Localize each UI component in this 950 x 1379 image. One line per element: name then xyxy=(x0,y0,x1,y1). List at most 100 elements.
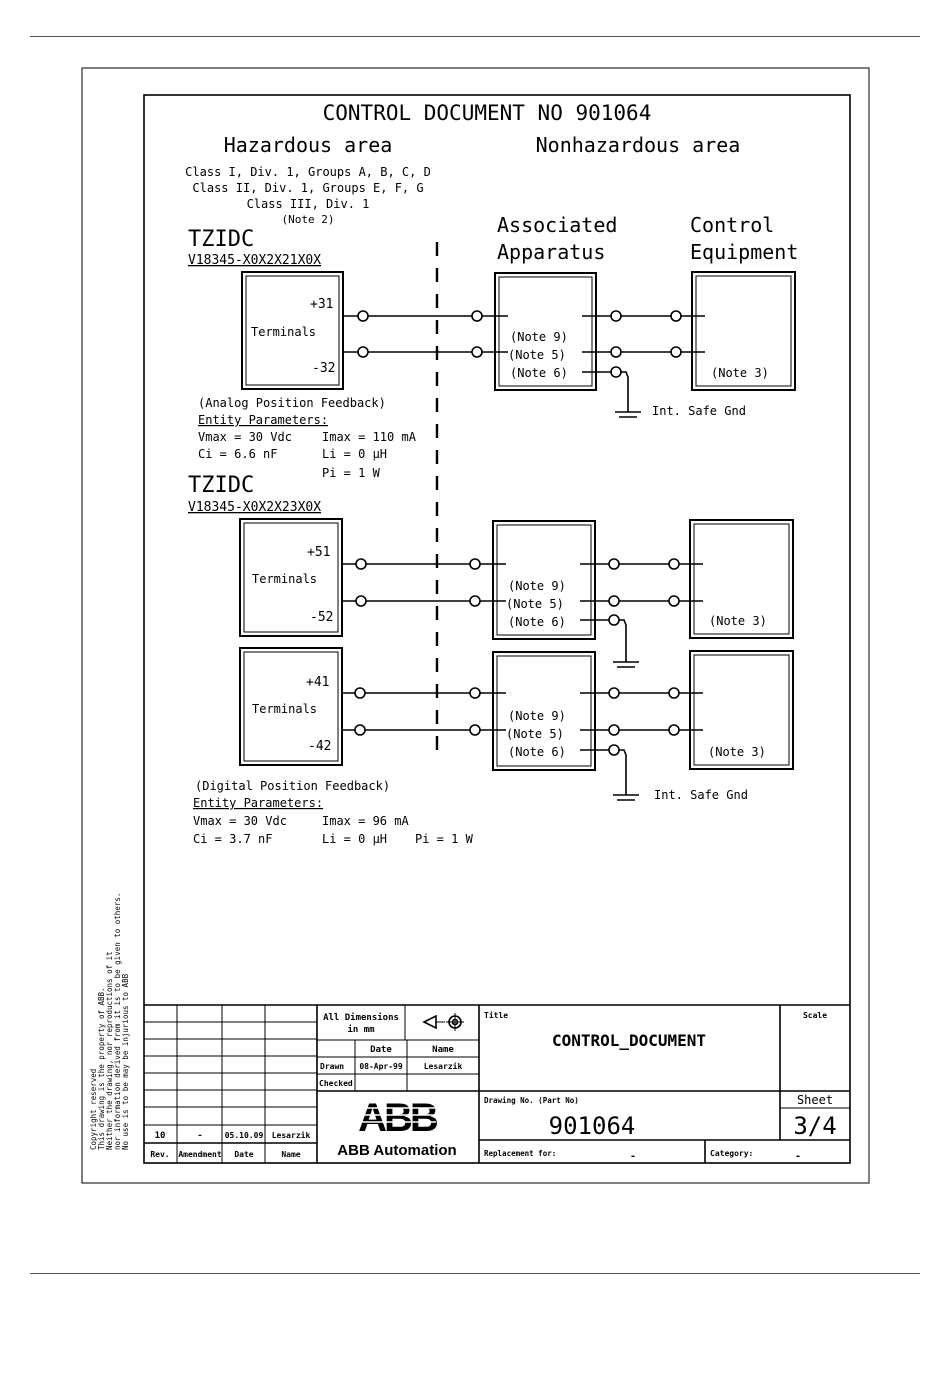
title-block: 10 - 05.10.09 Lesarzik Rev. Amendment Da… xyxy=(144,1004,850,1163)
category-label: Category: xyxy=(710,1149,753,1158)
drawing-no-value: 901064 xyxy=(549,1112,636,1140)
date-header: Date xyxy=(234,1150,253,1159)
device2-imax: Imax = 96 mA xyxy=(322,814,409,828)
hazardous-area-label: Hazardous area xyxy=(224,133,393,157)
associated-apparatus-box-1 xyxy=(494,272,597,391)
device2-pi: Pi = 1 W xyxy=(415,832,474,846)
associated-apparatus-box-1-inner xyxy=(498,276,593,387)
title-label: Title xyxy=(484,1010,508,1020)
node-1a xyxy=(357,310,369,322)
copyright-line-2: This drawing is the property of ABB. xyxy=(97,987,106,1150)
replacement-value: - xyxy=(630,1151,636,1162)
sheet-value: 3/4 xyxy=(793,1112,836,1140)
node-1h xyxy=(670,310,682,322)
note-2-label: (Note 2) xyxy=(282,213,335,226)
node-2a xyxy=(355,558,367,570)
rev-value: 10 xyxy=(155,1131,166,1141)
drawing-no-label: Drawing No. (Part No) xyxy=(484,1096,579,1105)
device1-name: TZIDC xyxy=(188,227,254,252)
checked-label: Checked xyxy=(319,1079,353,1088)
note-9-label-2: (Note 9) xyxy=(508,579,566,593)
device2-terminal-box-1-inner xyxy=(243,522,339,633)
control-equipment-box-3 xyxy=(689,650,794,770)
device1-vmax: Vmax = 30 Vdc xyxy=(198,430,292,444)
title-value: CONTROL_DOCUMENT xyxy=(552,1031,706,1050)
sheet-frame xyxy=(81,67,870,1184)
note-3-label-3: (Note 3) xyxy=(708,745,766,759)
node-1g xyxy=(610,366,622,378)
amendment-header: Amendment xyxy=(178,1150,222,1159)
abb-automation-label: ABB Automation xyxy=(337,1142,456,1159)
device2-terminal-41: +41 xyxy=(306,675,329,690)
replacement-label: Replacement for: xyxy=(484,1149,556,1158)
device2-terminal-52: -52 xyxy=(310,610,333,625)
control-equipment-box-3-inner xyxy=(693,654,790,766)
gnd-lead-1 xyxy=(616,371,629,412)
device1-imax: Imax = 110 mA xyxy=(322,430,417,444)
drawing-frame xyxy=(143,94,851,1164)
tb-name-header: Name xyxy=(432,1045,454,1055)
associated-apparatus-box-3-inner xyxy=(496,655,592,767)
bottom-rule xyxy=(30,1273,920,1274)
device2-terminal-box-2 xyxy=(239,647,343,766)
node-2f xyxy=(608,595,620,607)
device2-terminal-42: -42 xyxy=(308,739,331,754)
associated-label-2: Apparatus xyxy=(497,240,605,264)
note-5-label-2: (Note 5) xyxy=(506,597,564,611)
node-2d xyxy=(469,595,481,607)
device2-terminal-51: +51 xyxy=(307,545,330,560)
note-9-label-3: (Note 9) xyxy=(508,709,566,723)
associated-apparatus-box-2-inner xyxy=(496,524,592,636)
gnd-lead-3 xyxy=(614,749,627,795)
device1-ci: Ci = 6.6 nF xyxy=(198,447,277,461)
device2-model: V18345-X0X2X23X0X xyxy=(188,500,321,515)
device1-entity-heading: Entity Parameters: xyxy=(198,413,328,427)
dimensions-line-1: All Dimensions xyxy=(323,1012,399,1023)
note-3-label-2: (Note 3) xyxy=(709,614,767,628)
copyright-line-5: No use is to be may be injurious to ABB xyxy=(121,973,130,1150)
document-title: CONTROL DOCUMENT NO 901064 xyxy=(323,101,652,125)
node-1c xyxy=(471,310,483,322)
node-3i xyxy=(668,724,680,736)
node-2g xyxy=(608,614,620,626)
device1-terminal-box xyxy=(241,271,344,390)
device1-model: V18345-X0X2X21X0X xyxy=(188,253,321,268)
device2-terminals-label-2: Terminals xyxy=(252,702,317,716)
node-3d xyxy=(469,724,481,736)
node-1e xyxy=(610,310,622,322)
device1-li: Li = 0 µH xyxy=(322,447,387,461)
node-3f xyxy=(608,724,620,736)
node-3b xyxy=(354,724,366,736)
control-equipment-box-1 xyxy=(691,271,796,391)
note-9-label-1: (Note 9) xyxy=(510,330,568,344)
node-1i xyxy=(670,346,682,358)
note-6-label-2: (Note 6) xyxy=(508,615,566,629)
amendment-value: - xyxy=(197,1131,202,1141)
rev-date-value: 05.10.09 xyxy=(225,1131,264,1140)
gnd-lead-2 xyxy=(614,619,627,662)
device1-terminal-box-inner xyxy=(245,275,340,386)
note-6-label-3: (Note 6) xyxy=(508,745,566,759)
projection-symbol-icon xyxy=(422,1013,464,1031)
class-line-2: Class II, Div. 1, Groups E, F, G xyxy=(192,181,423,195)
copyright-notice: Copyright reserved This drawing is the p… xyxy=(89,893,130,1150)
note-6-label-1: (Note 6) xyxy=(510,366,568,380)
device2-terminals-label-1: Terminals xyxy=(252,572,317,586)
node-3c xyxy=(469,687,481,699)
nonhazardous-area-label: Nonhazardous area xyxy=(536,133,741,157)
node-1b xyxy=(357,346,369,358)
note-5-label-1: (Note 5) xyxy=(508,348,566,362)
device2-vmax: Vmax = 30 Vdc xyxy=(193,814,287,828)
scale-label: Scale xyxy=(803,1011,827,1020)
node-2b xyxy=(355,595,367,607)
drawn-date: 08-Apr-99 xyxy=(359,1062,403,1071)
device1-terminals-label: Terminals xyxy=(251,325,316,339)
device2-ci: Ci = 3.7 nF xyxy=(193,832,272,846)
note-3-label-1: (Note 3) xyxy=(711,366,769,380)
node-1d xyxy=(471,346,483,358)
tb-date-header: Date xyxy=(370,1045,392,1055)
abb-logo-stripes xyxy=(360,1107,436,1123)
copyright-line-1: Copyright reserved xyxy=(89,1069,98,1150)
associated-label-1: Associated xyxy=(497,213,617,237)
